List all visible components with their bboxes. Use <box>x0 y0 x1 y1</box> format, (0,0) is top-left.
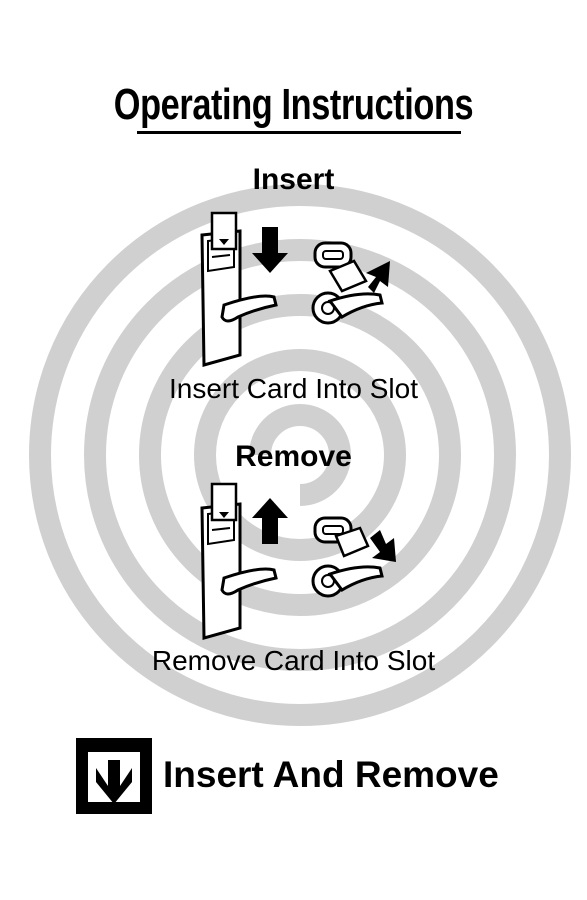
remove-heading: Remove <box>235 440 352 473</box>
diagonal-arrow-icon <box>370 530 396 562</box>
title-underline <box>137 131 461 134</box>
insert-caption: Insert Card Into Slot <box>168 373 418 404</box>
insert-heading: Insert <box>252 163 335 196</box>
insert-illustration <box>200 211 390 367</box>
up-arrow-icon <box>252 498 288 544</box>
footer-label: Insert And Remove <box>163 754 499 795</box>
down-arrow-icon <box>252 227 288 273</box>
remove-illustration <box>200 482 396 640</box>
down-arrow-box-icon <box>76 738 152 814</box>
remove-caption: Remove Card Into Slot <box>151 645 436 676</box>
page-title: Operating Instructions <box>113 80 474 129</box>
diagonal-arrow-icon <box>366 261 390 293</box>
